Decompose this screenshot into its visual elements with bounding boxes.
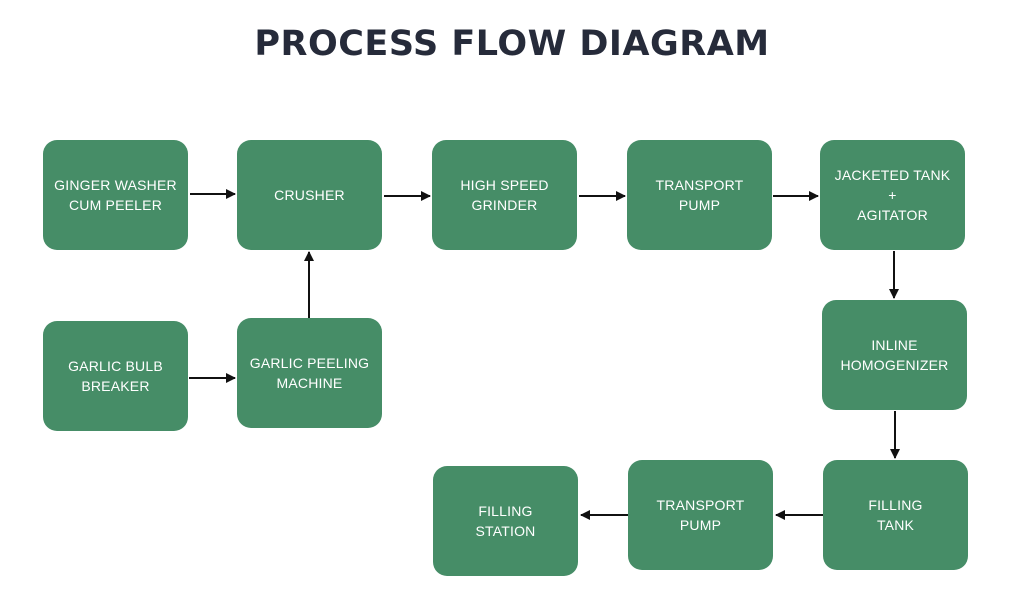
- node-label: FILLING TANK: [868, 497, 923, 533]
- node-transport-pump-1[interactable]: TRANSPORT PUMP: [627, 140, 772, 250]
- node-jacketed-tank[interactable]: JACKETED TANK + AGITATOR: [820, 140, 965, 250]
- node-label: GARLIC BULB BREAKER: [68, 358, 163, 394]
- node-filling-tank[interactable]: FILLING TANK: [823, 460, 968, 570]
- node-crusher[interactable]: CRUSHER: [237, 140, 382, 250]
- node-garlic-peeling-machine[interactable]: GARLIC PEELING MACHINE: [237, 318, 382, 428]
- node-label: CRUSHER: [274, 187, 345, 203]
- node-label: TRANSPORT PUMP: [655, 177, 744, 213]
- node-label: FILLING STATION: [475, 503, 536, 539]
- node-inline-homogenizer[interactable]: INLINE HOMOGENIZER: [822, 300, 967, 410]
- node-label: TRANSPORT PUMP: [656, 497, 745, 533]
- node-label: JACKETED TANK + AGITATOR: [834, 167, 951, 223]
- node-garlic-bulb-breaker[interactable]: GARLIC BULB BREAKER: [43, 321, 188, 431]
- node-label: HIGH SPEED GRINDER: [460, 177, 549, 213]
- node-label: GARLIC PEELING MACHINE: [249, 355, 370, 391]
- node-high-speed-grinder[interactable]: HIGH SPEED GRINDER: [432, 140, 577, 250]
- node-label: INLINE HOMOGENIZER: [840, 337, 949, 373]
- page-title: PROCESS FLOW DIAGRAM: [254, 24, 770, 64]
- node-transport-pump-2[interactable]: TRANSPORT PUMP: [628, 460, 773, 570]
- node-ginger-washer[interactable]: GINGER WASHER CUM PEELER: [43, 140, 188, 250]
- node-filling-station[interactable]: FILLING STATION: [433, 466, 578, 576]
- node-label: GINGER WASHER CUM PEELER: [54, 177, 177, 213]
